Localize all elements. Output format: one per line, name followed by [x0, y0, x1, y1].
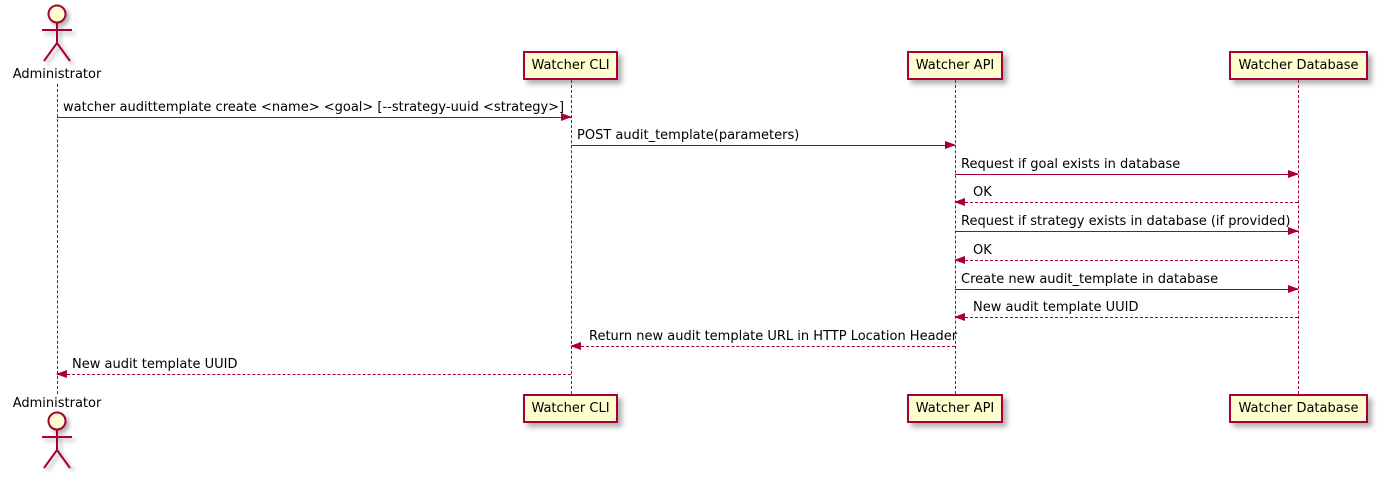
- arrowhead-icon: [1288, 170, 1299, 178]
- actor-label-administrator-top: Administrator: [12, 67, 102, 82]
- arrowhead-icon: [945, 141, 956, 149]
- arrowhead-icon: [570, 342, 581, 350]
- participant-watcher-database-bottom: Watcher Database: [1229, 394, 1368, 423]
- message-label-6: OK: [973, 243, 992, 258]
- message-arrow-3: [955, 170, 1299, 178]
- participant-watcher-api-bottom: Watcher API: [907, 394, 1003, 423]
- participant-watcher-cli-top: Watcher CLI: [523, 51, 618, 80]
- message-arrow-2: [571, 141, 956, 149]
- message-label-5: Request if strategy exists in database (…: [961, 214, 1291, 229]
- message-arrow-5: [955, 227, 1299, 235]
- message-label-9: Return new audit template URL in HTTP Lo…: [589, 329, 958, 344]
- message-label-3: Request if goal exists in database: [961, 157, 1181, 172]
- lifeline-administrator: [57, 84, 58, 394]
- arrowhead-icon: [954, 198, 965, 206]
- actor-icon: [42, 4, 72, 62]
- arrowhead-icon: [1288, 285, 1299, 293]
- arrowhead-icon: [56, 370, 67, 378]
- arrowhead-icon: [954, 313, 965, 321]
- participant-watcher-database-top: Watcher Database: [1229, 51, 1368, 80]
- actor-label-administrator-bottom: Administrator: [12, 396, 102, 411]
- message-label-8: New audit template UUID: [973, 300, 1139, 315]
- message-label-10: New audit template UUID: [72, 357, 238, 372]
- message-arrow-8: [954, 313, 1298, 321]
- message-arrow-9: [570, 342, 955, 350]
- arrowhead-icon: [561, 113, 572, 121]
- message-label-4: OK: [973, 185, 992, 200]
- arrowhead-icon: [1288, 227, 1299, 235]
- participant-watcher-api-top: Watcher API: [907, 51, 1003, 80]
- message-label-7: Create new audit_template in database: [961, 272, 1219, 287]
- arrowhead-icon: [954, 256, 965, 264]
- message-arrow-7: [955, 285, 1299, 293]
- actor-icon: [42, 411, 72, 469]
- lifeline-watcher-cli: [571, 80, 572, 394]
- message-arrow-4: [954, 198, 1298, 206]
- lifeline-watcher-database: [1298, 80, 1299, 394]
- message-label-1: watcher audittemplate create <name> <goa…: [63, 100, 565, 115]
- message-arrow-6: [954, 256, 1298, 264]
- message-arrow-1: [57, 113, 572, 121]
- message-label-2: POST audit_template(parameters): [577, 128, 800, 143]
- message-arrow-10: [56, 370, 571, 378]
- lifeline-watcher-api: [955, 80, 956, 394]
- participant-watcher-cli-bottom: Watcher CLI: [523, 394, 618, 423]
